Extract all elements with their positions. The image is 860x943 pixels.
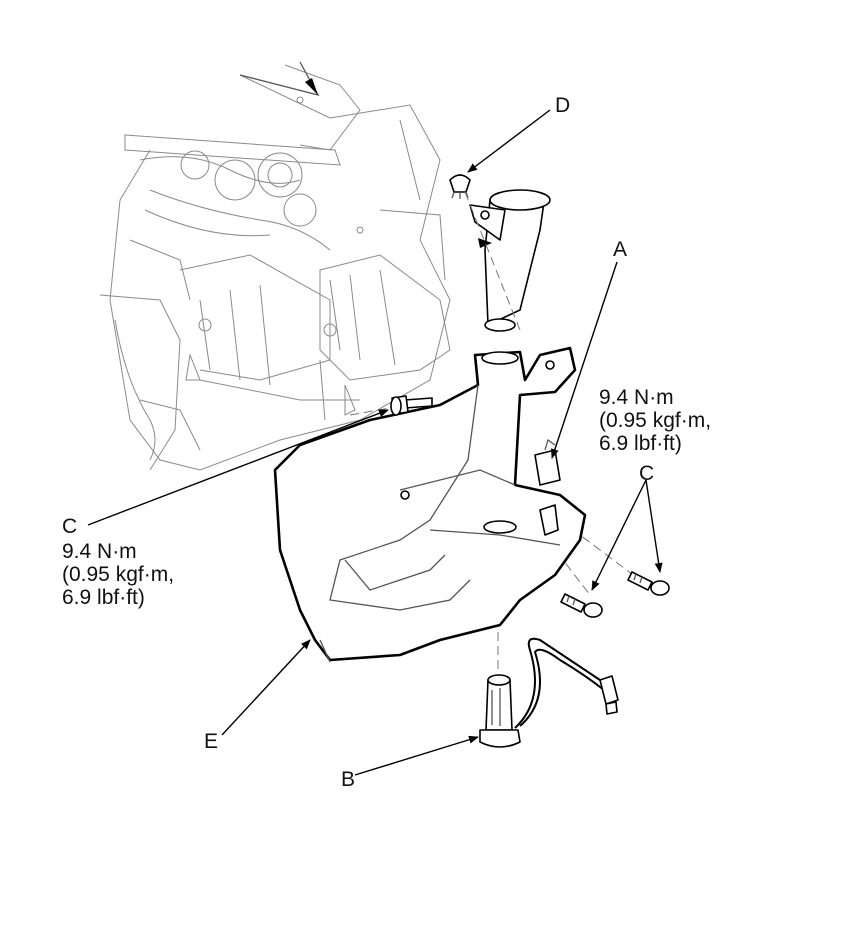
leader-c-left	[87, 409, 389, 526]
torque-spec-right: 9.4 N·m (0.95 kgf·m, 6.9 lbf·ft)	[599, 386, 711, 455]
filler-neck	[469, 189, 551, 332]
callout-d: D	[555, 94, 571, 117]
torque-right-line3: 6.9 lbf·ft)	[599, 432, 682, 455]
bolt-right-upper	[627, 571, 670, 596]
torque-left-line2: (0.95 kgf·m,	[62, 563, 175, 586]
callout-e: E	[204, 730, 219, 753]
callout-a: A	[613, 238, 628, 261]
leader-b	[354, 735, 479, 776]
leader-a	[551, 261, 618, 459]
clip-d	[449, 174, 471, 199]
leader-c-right-b	[645, 479, 663, 573]
callout-c-right: C	[639, 462, 655, 485]
torque-left-line3: 6.9 lbf·ft)	[62, 586, 145, 609]
pump-harness	[514, 637, 619, 729]
bolt-left	[390, 395, 433, 416]
callout-c-left: C	[62, 515, 78, 538]
torque-right-line2: (0.95 kgf·m,	[599, 409, 712, 432]
leader-e	[221, 639, 311, 736]
vehicle-body-background	[99, 61, 451, 471]
washer-pump	[479, 674, 521, 748]
callout-b: B	[341, 768, 356, 791]
torque-spec-left: 9.4 N·m (0.95 kgf·m, 6.9 lbf·ft)	[62, 540, 174, 609]
leader-lines	[87, 109, 663, 776]
bolt-right-lower	[560, 593, 603, 618]
torque-right-line1: 9.4 N·m	[599, 386, 674, 409]
leader-d	[467, 109, 551, 173]
washer-reservoir	[273, 346, 587, 663]
leader-c-right-a	[591, 479, 647, 591]
torque-left-line1: 9.4 N·m	[62, 540, 137, 563]
